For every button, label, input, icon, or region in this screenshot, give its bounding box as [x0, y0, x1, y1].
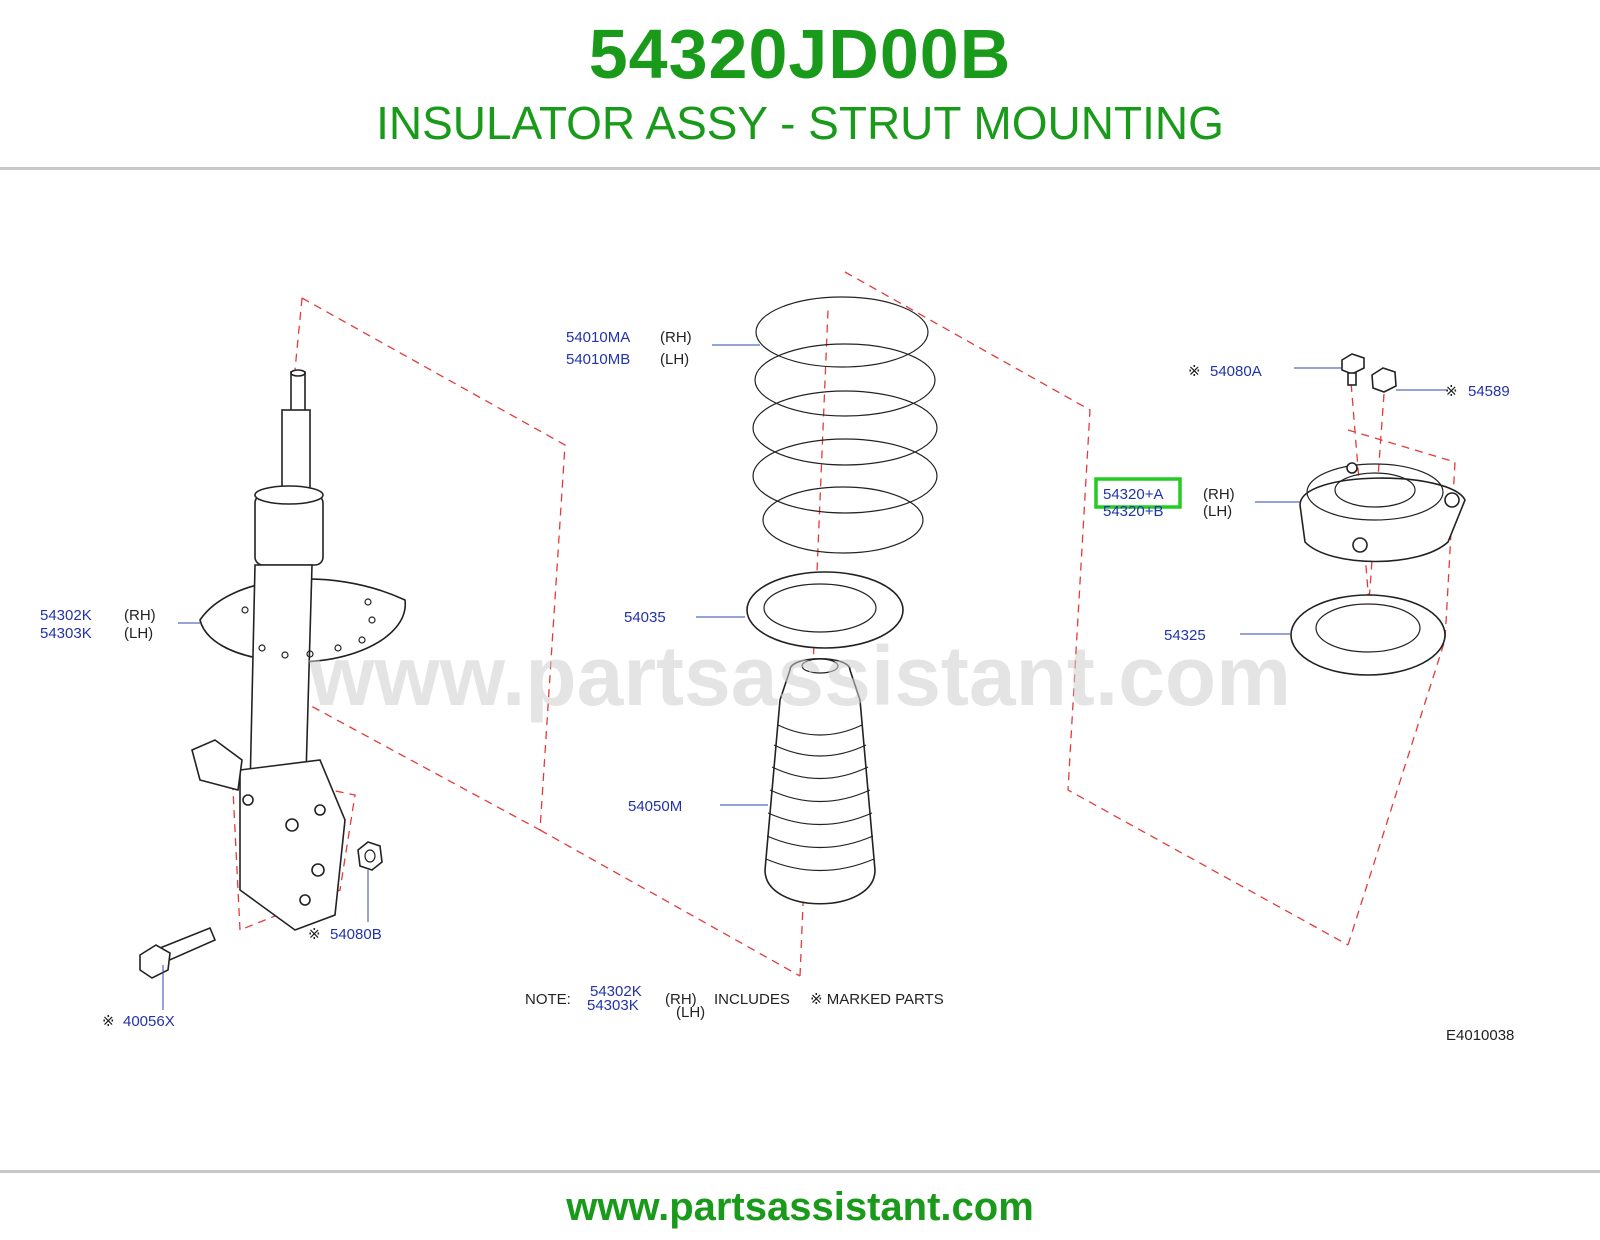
strut-rod-tip	[290, 371, 306, 413]
label-54320a[interactable]: 54320+A	[1103, 486, 1163, 503]
label-lh-spring: (LH)	[660, 351, 689, 368]
label-54080b[interactable]: 54080B	[330, 926, 382, 943]
label-rh-mount: (RH)	[1203, 486, 1235, 503]
label-54050m[interactable]: 54050M	[628, 798, 682, 815]
header-divider	[0, 167, 1600, 170]
label-rh-strut: (RH)	[124, 607, 156, 624]
footer-divider	[0, 1170, 1600, 1173]
label-54589[interactable]: 54589	[1468, 383, 1510, 400]
note-rh: (RH)	[665, 991, 697, 1008]
coil-spring[interactable]	[752, 296, 938, 554]
label-54302k[interactable]: 54302K	[40, 607, 92, 624]
note-part-54303k[interactable]: 54303K	[587, 997, 639, 1014]
bracket-outline	[231, 769, 356, 931]
bolt-40056x[interactable]	[139, 926, 217, 979]
bolt-54080a[interactable]	[1341, 353, 1365, 386]
label-54080a[interactable]: 54080A	[1210, 363, 1262, 380]
note-prefix: NOTE:	[525, 991, 571, 1008]
note-suffix: ※ MARKED PARTS	[810, 991, 944, 1008]
watermark: www.partsassistant.com	[308, 629, 1291, 723]
mark-54589: ※	[1445, 383, 1458, 400]
knuckle-bracket	[239, 759, 346, 931]
footer-url[interactable]: www.partsassistant.com	[566, 1185, 1034, 1229]
nut-54080b[interactable]	[357, 841, 383, 871]
strut-rod	[281, 409, 311, 501]
label-rh-spring: (RH)	[660, 329, 692, 346]
mount-group-outline	[1347, 429, 1456, 946]
strut-axis-line	[294, 297, 303, 371]
label-40056x[interactable]: 40056X	[123, 1013, 175, 1030]
part-number-title: 54320JD00B	[588, 15, 1012, 93]
spring-insulator-54035[interactable]	[746, 571, 904, 649]
bound-bumper-54050m[interactable]	[764, 657, 876, 905]
label-54035[interactable]: 54035	[624, 609, 666, 626]
note-lh: (LH)	[676, 1004, 705, 1021]
spring-group-outline-lower	[539, 829, 801, 977]
strut-group-outline	[299, 297, 566, 832]
label-54010mb[interactable]: 54010MB	[566, 351, 630, 368]
mark-54080b: ※	[308, 926, 321, 943]
bearing-54325[interactable]	[1290, 594, 1446, 676]
highlight-box[interactable]	[1094, 477, 1182, 509]
label-54320b[interactable]: 54320+B	[1103, 503, 1163, 520]
label-54010ma[interactable]: 54010MA	[566, 329, 630, 346]
label-lh-mount: (LH)	[1203, 503, 1232, 520]
label-54325[interactable]: 54325	[1164, 627, 1206, 644]
parts-diagram: www.partsassistant.com 54302K 54303K (RH…	[40, 271, 1514, 1044]
note-includes: INCLUDES	[714, 991, 790, 1008]
diagram-code: E4010038	[1446, 1027, 1514, 1044]
strut-assembly[interactable]	[191, 369, 406, 931]
label-54303k[interactable]: 54303K	[40, 625, 92, 642]
mark-54080a: ※	[1188, 363, 1201, 380]
mark-40056x: ※	[102, 1013, 115, 1030]
strut-upper-body	[254, 494, 324, 566]
part-name-subtitle: INSULATOR ASSY - STRUT MOUNTING	[376, 97, 1224, 149]
note-part-54302k[interactable]: 54302K	[590, 983, 642, 1000]
label-lh-strut: (LH)	[124, 625, 153, 642]
spring-group-outline	[844, 271, 1349, 946]
strut-mount-insulator[interactable]	[1299, 462, 1466, 563]
leader-lines	[162, 344, 1448, 1010]
brake-hose-bracket	[191, 739, 243, 792]
nut-54589[interactable]	[1371, 367, 1397, 393]
